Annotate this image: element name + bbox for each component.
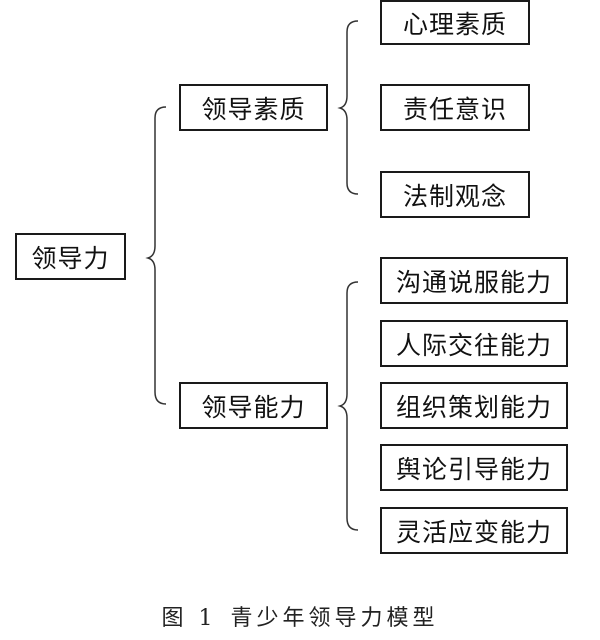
figure-title: 青少年领导力模型	[230, 606, 439, 631]
ability-bracket	[337, 281, 359, 531]
figure-number: 图 1	[161, 606, 217, 631]
quality-bracket	[337, 20, 359, 195]
node-ability-item: 人际交往能力	[380, 320, 568, 367]
node-leadership-quality: 领导素质	[179, 84, 328, 131]
node-ability-item: 灵活应变能力	[380, 507, 568, 554]
node-quality-item: 责任意识	[380, 84, 530, 131]
node-quality-item: 法制观念	[380, 171, 530, 218]
node-leadership-ability: 领导能力	[179, 382, 328, 429]
root-node-leadership: 领导力	[15, 233, 126, 280]
node-quality-item: 心理素质	[380, 0, 530, 45]
root-bracket	[145, 106, 167, 405]
node-ability-item: 组织策划能力	[380, 382, 568, 429]
node-ability-item: 舆论引导能力	[380, 444, 568, 491]
figure-caption: 图 1 青少年领导力模型	[0, 600, 600, 632]
node-ability-item: 沟通说服能力	[380, 257, 568, 304]
